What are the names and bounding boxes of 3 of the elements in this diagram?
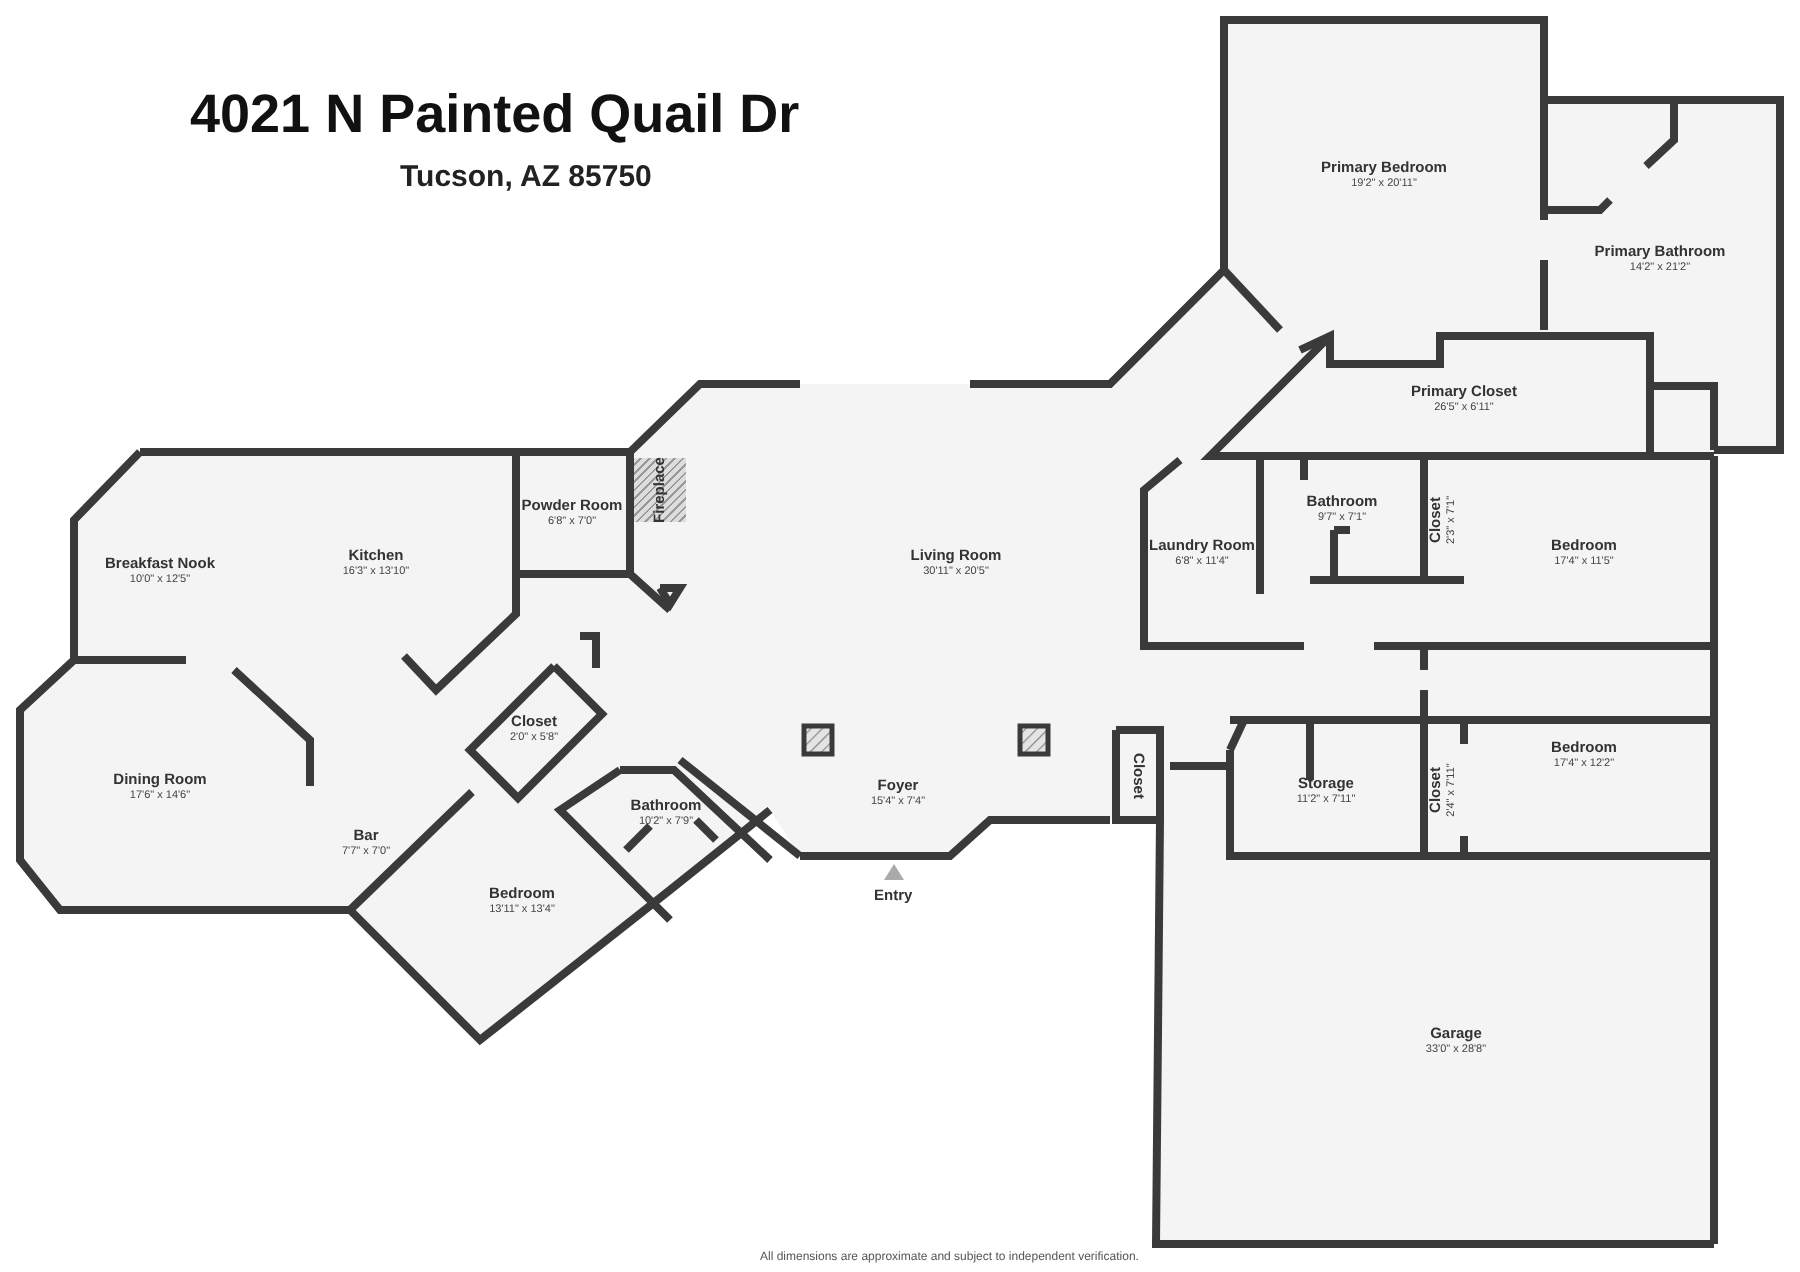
fireplace-block — [634, 458, 686, 522]
title: 4021 N Painted Quail Dr — [190, 84, 800, 146]
address-subtitle: Tucson, AZ 85750 — [400, 160, 652, 194]
